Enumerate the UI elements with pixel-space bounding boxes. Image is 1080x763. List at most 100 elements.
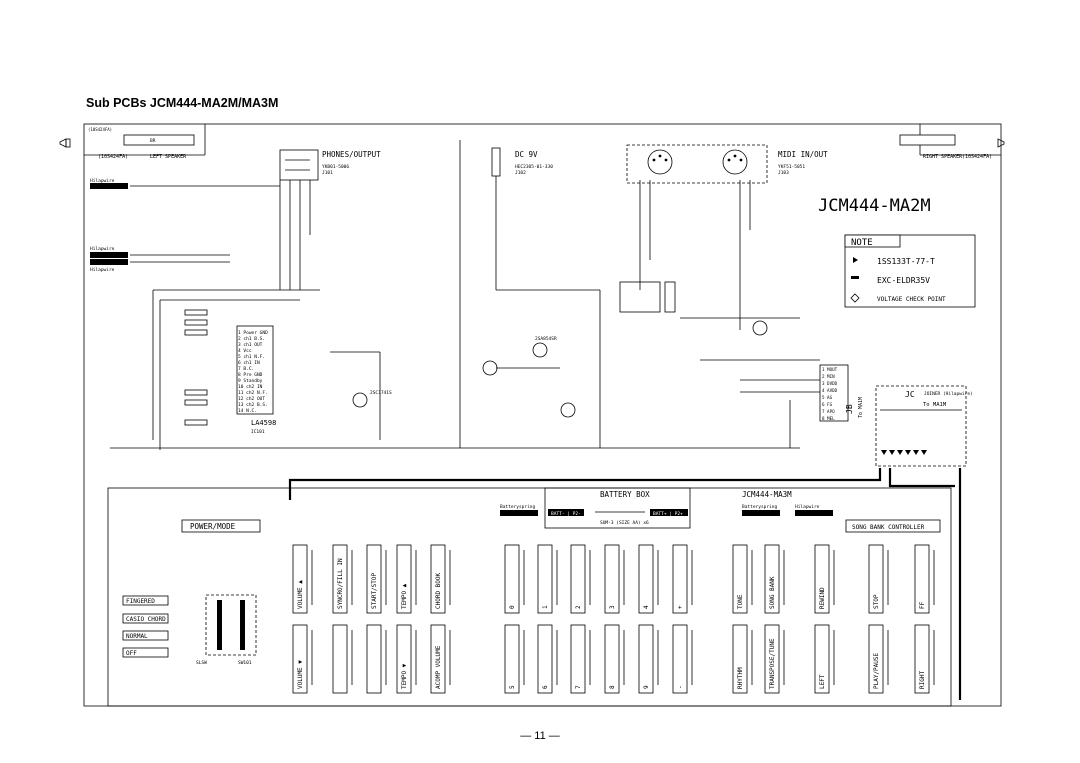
- jb-connector: 1 MOUT 2 MIN 3 DVDD 4 AVDD 5 AG 6 FG 7 A…: [819, 364, 864, 422]
- ic-pin-label: 14 N.C.: [238, 408, 257, 414]
- key-switch: [396, 544, 412, 614]
- key-label: TRANSPOSE/TUNE: [769, 638, 776, 689]
- battery-box-title: BATTERY BOX: [600, 490, 650, 499]
- ic-pin-label: 1 Power GND: [238, 330, 268, 336]
- ic101-la4598: 1 Power GND 2 ch1 B.S. 3 ch1 OUT 4 Vcc 5…: [184, 309, 276, 435]
- key-switch: [814, 544, 830, 614]
- ic-pin-label: 8 Pre GND: [238, 372, 263, 378]
- right-speaker-part: (10S424FA): [962, 154, 992, 160]
- transistor-label: 2SC1741S: [370, 390, 392, 396]
- ic-pin-label: 5 ch1 N.F.: [238, 354, 265, 360]
- song-bank-controller-title: SONG BANK CONTROLLER: [852, 524, 925, 531]
- power-switch-slide: SLSW: [196, 660, 207, 666]
- phones-output-title: PHONES/OUTPUT: [322, 150, 381, 159]
- key-switch: [396, 624, 412, 694]
- ic-pin-label: 4 Vcc: [238, 348, 252, 354]
- key-switch: [570, 544, 586, 614]
- key-label: 5: [509, 685, 516, 689]
- key-label: 2: [575, 605, 582, 609]
- power-switch-ref: SW101: [238, 660, 252, 666]
- battery-right-contact: BATT+ | P2+: [653, 511, 683, 517]
- key-switch: [537, 624, 553, 694]
- note-title: NOTE: [851, 238, 873, 248]
- board-title-ma3m: JCM444-MA3M: [742, 490, 792, 499]
- jb-pin: 4 AVDD: [822, 388, 838, 393]
- power-mode-title: POWER/MODE: [190, 522, 236, 531]
- signal-wiring: [110, 140, 820, 450]
- ic101-name: LA4598: [251, 419, 276, 427]
- left-speaker-part: (10S424FA): [88, 127, 112, 132]
- key-switch: [292, 544, 308, 614]
- key-label: -: [677, 685, 684, 689]
- jb-title: JB: [845, 404, 854, 414]
- phones-output-jack: PHONES/OUTPUT YKB01-5006 J101: [279, 149, 381, 181]
- key-switch: [764, 544, 780, 614]
- jc-connector: JC JOINER (Hilapwire) To MA1M: [875, 385, 973, 467]
- ic-pin-label: 12 ch2 OUT: [238, 396, 265, 402]
- midi-part: YKF51-5051: [778, 164, 805, 170]
- key-switch: [570, 624, 586, 694]
- ic-pin-label: 2 ch1 B.S.: [238, 336, 265, 342]
- key-label: STOP: [873, 594, 880, 609]
- jb-to: To MA1M: [858, 397, 864, 418]
- battery-left-contact: BATT- | P2-: [551, 511, 581, 517]
- key-label: VOLUME ▼: [297, 660, 304, 689]
- battery-box-spec: SUM-3 (SIZE AA) x6: [600, 520, 649, 526]
- key-label: TONE: [737, 594, 744, 609]
- key-label: 6: [542, 685, 549, 689]
- key-switch: [764, 624, 780, 694]
- key-switch: [366, 624, 382, 694]
- key-switch: [868, 544, 884, 614]
- key-label: 1: [542, 605, 549, 609]
- key-switch: [537, 544, 553, 614]
- right-speaker-label: RIGHT SPEAKER: [923, 154, 963, 160]
- key-label: ACOMP VOLUME: [435, 645, 442, 689]
- midi-title: MIDI IN/OUT: [778, 150, 828, 159]
- key-switch: [504, 544, 520, 614]
- ic-small: [619, 281, 676, 313]
- ic-pin-label: 6 ch1 IN: [238, 360, 260, 366]
- key-switch: [430, 544, 446, 614]
- dc-9v-ref: J102: [515, 170, 526, 176]
- midi-connectors: MIDI IN/OUT YKF51-5051 J103: [626, 144, 828, 184]
- note-legend: NOTE 1SS133T-77-T EXC-ELDR35V VOLTAGE CH…: [844, 234, 976, 308]
- key-switch: [332, 624, 348, 694]
- note-item-text: 1SS133T-77-T: [877, 257, 935, 266]
- dc-9v-part: HEC2305-01-330: [515, 164, 553, 170]
- left-speaker-part-code: (10S424FA): [98, 154, 128, 160]
- hilapwire-label: Hilapwire: [90, 246, 115, 252]
- hilapwire-label: Hilapwire: [795, 504, 820, 510]
- left-speaker-label: LEFT SPEAKER: [150, 154, 187, 160]
- ic-pin-label: 10 ch2 IN: [238, 384, 263, 390]
- key-switch: [638, 624, 654, 694]
- hilapwire-label: Hilapwire: [90, 178, 115, 184]
- jb-pin: 7 APO: [822, 409, 835, 414]
- ferrite-bead-icon: [851, 276, 859, 279]
- batteryspring-label: Batteryspring: [500, 504, 536, 510]
- ma3m-section: JCM444-MA3M Batteryspring Hilapwire: [742, 490, 833, 516]
- key-label: LEFT: [819, 674, 826, 689]
- key-label: 9: [643, 685, 650, 689]
- key-switch: [366, 544, 382, 614]
- key-switch: [914, 624, 930, 694]
- ic-pin-label: 3 ch1 OUT: [238, 342, 263, 348]
- left-speaker: (10S424FA) LEFT SPEAKER (10S424FA) BR: [59, 127, 195, 160]
- key-label: SONG BANK: [769, 576, 776, 609]
- key-label: 0: [509, 605, 516, 609]
- transistor-label: 2SA854SR: [535, 336, 557, 342]
- key-label: TEMPO ▲: [401, 583, 408, 609]
- key-label: VOLUME ▲: [297, 580, 304, 609]
- ic-pin-label: 11 ch2 N.F.: [238, 390, 268, 396]
- key-matrix-bus: [288, 468, 962, 700]
- ic101-ref: IC101: [251, 429, 265, 435]
- jc-title: JC: [905, 390, 915, 399]
- page-heading: Sub PCBs JCM444-MA2M/MA3M: [86, 96, 279, 110]
- key-label: RIGHT: [919, 671, 926, 689]
- midi-ref: J103: [778, 170, 789, 176]
- key-switch: [430, 624, 446, 694]
- jb-pin: 2 MIN: [822, 374, 835, 379]
- key-switch: [504, 624, 520, 694]
- left-speaker-wire: BR: [150, 138, 156, 144]
